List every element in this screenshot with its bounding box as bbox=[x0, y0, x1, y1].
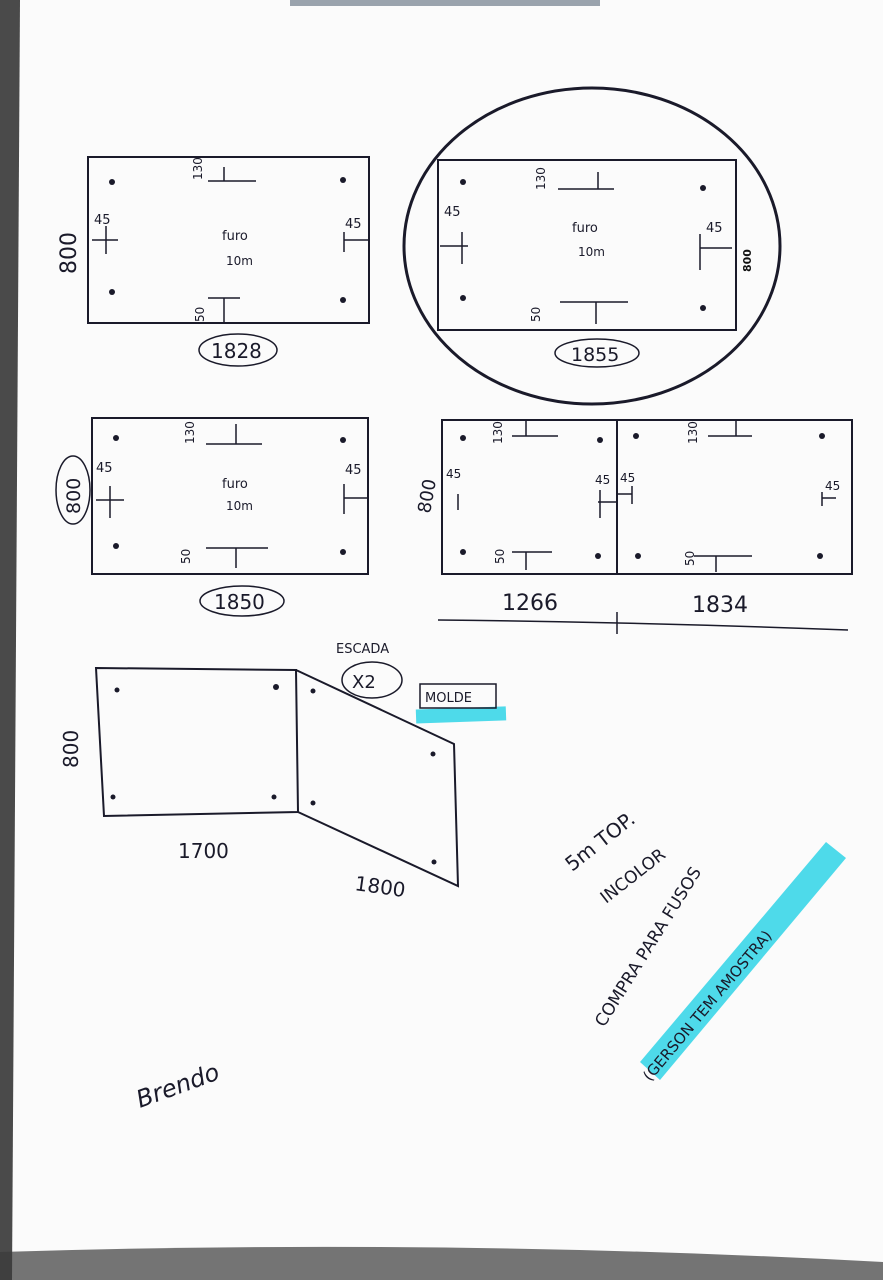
panel-1-center-line1: furo bbox=[222, 229, 248, 244]
panel-2: 130 45 45 50 furo 10m 800 1855 bbox=[402, 86, 782, 406]
stair-quantity: X2 bbox=[352, 672, 376, 693]
stair-mold: MOLDE bbox=[425, 691, 472, 706]
panel-1-bottom-dim: 50 bbox=[193, 307, 207, 322]
split-right-dim-b: 45 bbox=[825, 479, 840, 493]
panel-3-bottom-dim: 50 bbox=[179, 549, 193, 564]
split-left-dim-b: 45 bbox=[595, 473, 610, 487]
panel-2-top-dim: 130 bbox=[534, 167, 548, 190]
split-right-width: 1834 bbox=[692, 593, 748, 618]
panel-2-width: 1855 bbox=[571, 344, 619, 366]
panel-3: 130 45 45 50 furo 10m 800 1850 bbox=[55, 417, 369, 617]
panel-2-right-dim: 45 bbox=[706, 221, 723, 236]
panel-3-width: 1850 bbox=[214, 590, 265, 614]
split-left-dim-a: 45 bbox=[446, 467, 461, 481]
panel-2-highlight-circle bbox=[402, 86, 782, 406]
split-panel: 130 130 45 45 45 45 50 50 800 1266 1834 bbox=[414, 419, 853, 634]
panel-2-left-dim: 45 bbox=[444, 205, 461, 220]
stair-left-width: 1700 bbox=[178, 839, 229, 863]
stair-height: 800 bbox=[59, 730, 83, 768]
split-bottom-dim-left: 50 bbox=[493, 549, 507, 564]
panel-1-width: 1828 bbox=[211, 339, 262, 363]
split-dimension-line bbox=[437, 612, 849, 634]
panel-2-height: 800 bbox=[741, 249, 754, 272]
split-left-width: 1266 bbox=[502, 591, 558, 616]
panel-1-left-dim: 45 bbox=[94, 213, 111, 228]
panel-3-left-dim: 45 bbox=[96, 461, 113, 476]
panel-3-height: 800 bbox=[63, 478, 85, 514]
panel-1: 130 45 45 50 furo 10m 800 1828 bbox=[57, 156, 370, 367]
panel-2-center-line1: furo bbox=[572, 221, 598, 236]
panel-3-center-line2: 10m bbox=[226, 499, 253, 513]
panel-2-center-line2: 10m bbox=[578, 245, 605, 259]
panel-3-top-dim: 130 bbox=[183, 421, 197, 444]
panel-1-right-dim: 45 bbox=[345, 217, 362, 232]
paper-bottom-shadow bbox=[0, 1246, 883, 1280]
stair-label: ESCADA bbox=[336, 642, 389, 657]
split-bottom-dim-right: 50 bbox=[683, 551, 697, 566]
paper-top-strip bbox=[290, 0, 600, 6]
split-right-dim-a: 45 bbox=[620, 471, 635, 485]
mold-highlight bbox=[415, 706, 507, 724]
panel-1-top-dim: 130 bbox=[191, 157, 205, 180]
paper-left-shadow bbox=[0, 0, 20, 1280]
split-top-dim-right: 130 bbox=[686, 421, 700, 444]
panel-1-height: 800 bbox=[57, 232, 82, 274]
note-highlight bbox=[640, 842, 846, 1080]
panel-3-right-dim: 45 bbox=[345, 463, 362, 478]
panel-1-center-line2: 10m bbox=[226, 254, 253, 268]
stair-panel: 800 1700 1800 ESCADA X2 MOLDE bbox=[59, 642, 507, 902]
panel-3-center-line1: furo bbox=[222, 477, 248, 492]
panel-2-bottom-dim: 50 bbox=[529, 307, 543, 322]
split-top-dim-left: 130 bbox=[491, 421, 505, 444]
